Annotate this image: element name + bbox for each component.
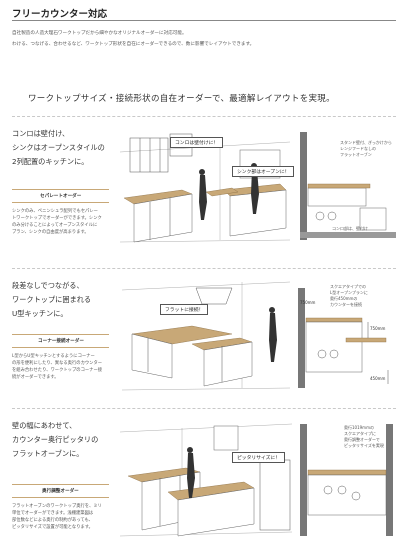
body-line: ブラン、シンクの自由度が高まります。	[12, 230, 89, 235]
heading-line: ワークトップに囲まれる	[12, 295, 92, 304]
body-line: ピッタリサイズで設置が可能となります。	[12, 525, 93, 530]
section-2-tag: コーナー接続オーダー	[38, 339, 84, 344]
section-1-side-note: スタンド壁付、ぎっかけから レンジフードなしの フラットオーブン	[340, 140, 392, 158]
tag-rule	[12, 347, 109, 348]
heading-line: 壁の幅にあわせて、	[12, 421, 77, 430]
section-2-side-note: スクエアタイプでの L型オープンプランに 奥行450mmの カウンターを接続	[330, 284, 368, 308]
tag-rule	[12, 189, 109, 190]
body-line: 単位でオーダーができます。浅棚建築図は	[12, 511, 94, 516]
note-line: ピッタリサイズを実現	[344, 443, 384, 448]
section-1-heading: コンロは壁付け、 シンクはオープンスタイルの 2列配置のキッチンに。	[12, 127, 105, 169]
note-line: L型オープンプランに	[330, 290, 368, 295]
heading-line: 2列配置のキッチンに。	[12, 157, 89, 166]
note-line: レンジフードなしの	[340, 146, 376, 151]
note-line: スクエアタイプに	[344, 431, 376, 436]
callout-flat-connect: フラットに接続！	[160, 304, 209, 315]
section-3-tag: 奥行調整オーダー	[42, 489, 79, 494]
section-3-plan-diagram	[300, 424, 393, 536]
body-line: を組み合わせたり、ワークトップのコーナー接	[12, 368, 103, 373]
heading-line: カウンター奥行ピッタリの	[12, 435, 99, 444]
note-line: 奥行450mmの	[330, 296, 358, 301]
tag-rule	[12, 484, 109, 485]
section-2-plan-diagram	[298, 288, 389, 388]
body-line: トワークトップでオーダーができます。シンク	[12, 216, 102, 221]
callout-sink-open: シンク部はオープンに！	[232, 166, 295, 177]
section-1-kitchen-illustration	[119, 133, 291, 243]
heading-line: 段差なしでつながる、	[12, 281, 84, 290]
section-1-body: シンクのみ、ペニンシュラ配列でもセパレー トワークトップでオーダーができます。シ…	[12, 208, 109, 236]
callout-perfect-size: ピッタリサイズに！	[232, 452, 286, 463]
note-line: スタンド壁付、ぎっかけから	[340, 140, 392, 145]
tag-rule	[12, 497, 109, 498]
title-divider	[12, 20, 396, 21]
note-line: 奥行調整オーダーで	[344, 437, 380, 442]
note-line: スクエアタイプでの	[330, 284, 366, 289]
section-divider	[12, 408, 396, 409]
note-line: フラットオーブン	[340, 152, 372, 157]
intro-line-1: 自社製造の人造大理石ワークトップだから細やかなオリジナルオーダーに対応可能。	[12, 31, 187, 36]
section-divider	[12, 116, 396, 117]
dim-450: 450mm	[370, 376, 386, 381]
page-title: フリーカウンター対応	[12, 9, 108, 20]
heading-line: フラットオーブンに。	[12, 449, 84, 458]
tag-rule	[12, 334, 109, 335]
section-1-side-caption: コンロ部は、壁付け	[332, 226, 368, 231]
heading-line: U型キッチンに。	[12, 309, 68, 318]
heading-line: コンロは壁付け、	[12, 129, 70, 138]
section-divider	[12, 268, 396, 269]
body-line: フラットオーブンのワークトップ奥行を、ミリ	[12, 504, 102, 509]
body-line: 続がオーダーできます。	[12, 375, 59, 380]
body-line: の形を便利にしたり、異なる奥行のカウンター	[12, 361, 103, 366]
callout-stove-wall: コンロは壁付けに！	[170, 137, 224, 148]
dim-750-left: 750mm	[300, 300, 316, 305]
section-1-plan-diagram	[300, 132, 396, 240]
note-line: 奥行1019mmの	[344, 425, 374, 430]
body-line: のみ分けることによってオープンスタイルに	[12, 223, 98, 228]
note-line: カウンターを接続	[330, 302, 362, 307]
section-2-body: L型からU型キッチンとするようにコーナー の形を便利にしたり、異なる奥行のカウン…	[12, 353, 109, 381]
body-line: シンクのみ、ペニンシュラ配列でもセパレー	[12, 209, 98, 214]
dim-750-right: 750mm	[370, 326, 386, 331]
section-3-side-note: 奥行1019mmの スクエアタイプに 奥行調整オーダーで ピッタリサイズを実現	[344, 425, 384, 449]
section-1-tag: セパレートオーダー	[40, 194, 82, 199]
body-line: 部位数などによる奥行の制約があっても、	[12, 518, 93, 523]
section-3-heading: 壁の幅にあわせて、 カウンター奥行ピッタリの フラットオーブンに。	[12, 419, 98, 461]
heading-line: シンクはオープンスタイルの	[12, 143, 105, 152]
section-2-heading: 段差なしでつながる、 ワークトップに囲まれる U型キッチンに。	[12, 279, 91, 321]
main-headline: ワークトップサイズ・接続形状の自在オーダーで、最適解レイアウトを実現。	[28, 94, 335, 104]
body-line: L型からU型キッチンとするようにコーナー	[12, 354, 95, 359]
section-3-kitchen-illustration	[119, 423, 293, 537]
section-3-body: フラットオーブンのワークトップ奥行を、ミリ 単位でオーダーができます。浅棚建築図…	[12, 503, 109, 531]
tag-rule	[12, 202, 109, 203]
intro-line-2: わける、つなげる、合わせるなど、ワークトップ形状を自在にオーダーできるので、数に…	[12, 42, 255, 47]
section-2-kitchen-illustration	[121, 281, 291, 391]
